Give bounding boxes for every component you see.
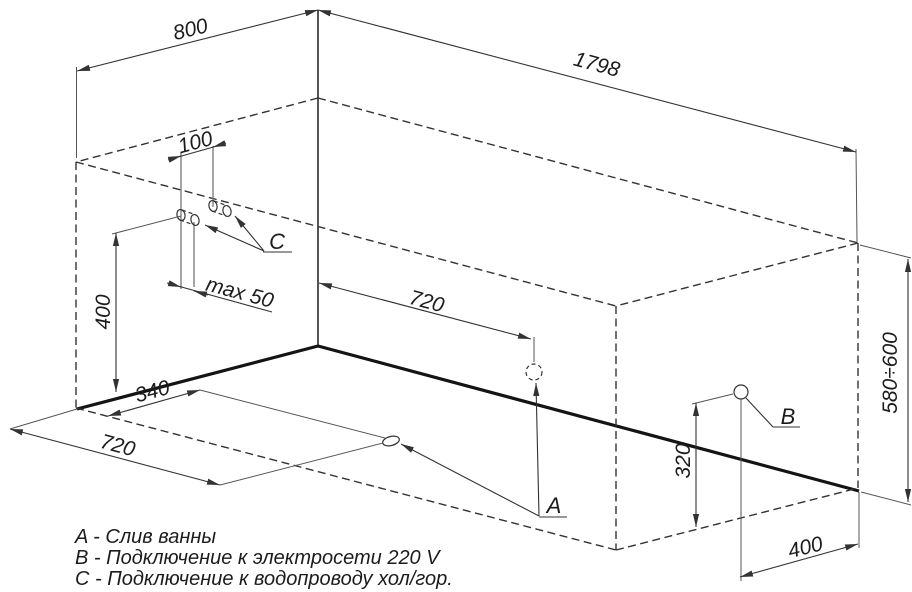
floor-junction-left [76,344,319,411]
dim-arrow [212,140,227,148]
extension-line [111,215,182,235]
dim-outlet-side-offset: 400 [739,399,860,581]
dim-label-400-bottom: 400 [786,532,826,563]
leader-line [204,224,265,252]
dim-label-800: 800 [171,14,211,45]
tub-bottom-front-right-edge [615,487,859,551]
dim-line [317,9,857,153]
dim-pipes-protrusion: max 50 [166,273,276,313]
extension-line [855,148,858,243]
leader-line [234,215,265,252]
dim-label-400-left: 400 [92,294,115,329]
dim-arrow [193,290,209,298]
dim-line [9,428,221,486]
callout-letter-B: B [781,404,796,429]
outlet-point-icon [733,384,749,400]
dim-drain-width-offset: 340 [107,376,386,439]
tub-top-front-right-edge [615,242,859,307]
callout-letter-C: C [269,229,285,254]
dim-line [76,9,319,72]
callout-water: C [204,215,292,254]
tub-top-front-left-edge [75,161,617,307]
dim-outlet-height: 320 [672,393,734,527]
pipe-side [181,209,197,216]
dim-drain-wall-offset: 720 [318,282,543,381]
pipe-side [211,210,227,217]
dim-arrow [167,280,182,288]
pipe-end-icon [222,204,232,218]
dim-label-720-upper: 720 [407,286,447,317]
dim-label-720-lower: 720 [98,430,138,461]
dim-line [318,282,532,340]
leader-line [400,443,540,517]
extension-line [9,408,78,430]
dim-label-340: 340 [132,376,172,407]
drain-floor-point-icon [382,435,400,447]
water-pipes [176,146,232,289]
pipe-side [213,200,229,207]
extension-line [859,244,912,259]
tub-top-back-right-edge [317,97,859,244]
dim-line [739,543,859,578]
leader-line [533,382,540,517]
callout-power: B [733,384,800,429]
dim-label-580-600: 580÷600 [879,332,902,414]
extension-line [219,442,384,486]
dim-line [166,282,273,313]
dim-pipes-height: 400 [92,215,182,392]
dim-tub-height: 580÷600 [859,244,912,506]
extension-line [199,389,386,439]
callout-letter-A: A [545,493,562,518]
legend-item-water: C - Подключение к водопроводу хол/гор. [75,568,453,590]
leader-line [745,397,774,428]
dim-label-1798: 1798 [571,48,622,82]
pipe-end-icon [190,213,200,227]
dim-drain-floor-offset: 720 [9,408,384,486]
dim-label-320: 320 [672,443,695,478]
legend-item-power: B - Подключение к электросети 220 V [75,547,441,569]
extension-line [860,491,912,506]
dim-arrow [167,155,182,163]
dim-line [107,389,201,417]
floor-junction-right [317,344,860,493]
dim-label-max-50: max 50 [203,273,276,313]
dim-pipes-spacing: 100 [167,127,227,163]
pipe-side [179,219,195,226]
callout-drain: A [382,382,567,518]
tub-top-back-left-edge [75,97,319,163]
drain-wall-point-icon [525,363,543,381]
legend: A - Слив ванны B - Подключение к электро… [74,526,453,590]
extension-line [691,393,734,405]
dim-label-100: 100 [175,127,215,158]
dim-tub-length: 1798 [317,9,858,243]
legend-item-drain: A - Слив ванны [74,526,216,548]
